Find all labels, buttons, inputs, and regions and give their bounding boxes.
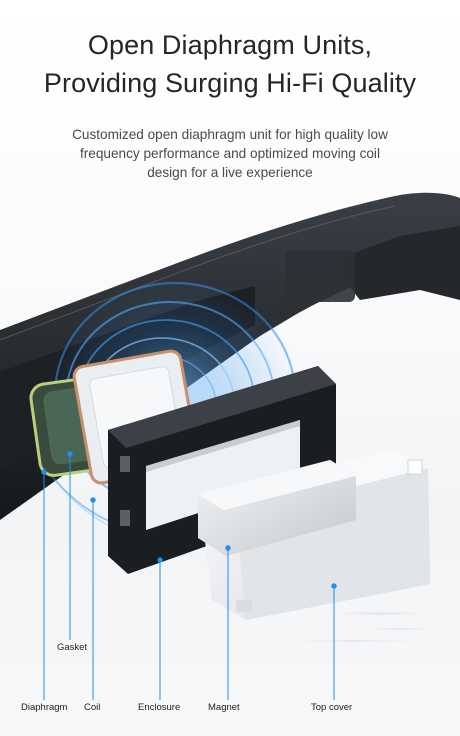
callout-lines [41, 451, 337, 700]
headline-line-2: Providing Surging Hi-Fi Quality [43, 68, 417, 98]
label-magnet: Magnet [208, 702, 240, 713]
label-coil: Coil [84, 702, 101, 713]
label-top-cover: Top cover [311, 702, 353, 713]
subtitle-line-1: Customized open diaphragm unit for high … [72, 127, 388, 142]
headline: Open Diaphragm Units, Providing Surging … [0, 26, 460, 102]
label-gasket: Gasket [57, 642, 88, 653]
magnet-part [198, 460, 356, 556]
subtitle: Customized open diaphragm unit for high … [28, 125, 432, 182]
label-enclosure: Enclosure [138, 702, 181, 713]
subtitle-line-2: frequency performance and optimized movi… [80, 146, 380, 161]
label-diaphragm: Diaphragm [21, 702, 68, 713]
subtitle-line-3: design for a live experience [147, 165, 313, 180]
headline-line-1: Open Diaphragm Units, [87, 30, 373, 60]
enclosure-part [108, 366, 336, 574]
motion-streaks [250, 612, 460, 642]
